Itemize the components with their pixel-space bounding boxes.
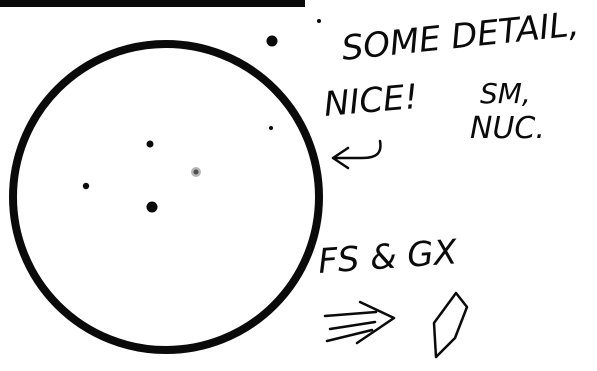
star [317, 19, 321, 23]
top-bar [0, 0, 305, 7]
galaxy-shape-sketch [434, 293, 467, 357]
note-some-detail: SOME DETAIL, [340, 4, 581, 69]
star [83, 183, 89, 189]
note-nice: NICE! [322, 77, 419, 125]
double-arrow [325, 302, 394, 343]
note-fs-gx: FS & GX [317, 232, 459, 282]
galaxy-smudge [191, 167, 201, 177]
star [147, 202, 158, 213]
note-nuc: NUC. [470, 111, 545, 146]
pointer-arrow [333, 141, 380, 168]
field-circle [13, 44, 319, 350]
star [269, 126, 273, 130]
star [267, 36, 278, 47]
note-sm: SM, [480, 77, 531, 110]
star [147, 141, 154, 148]
